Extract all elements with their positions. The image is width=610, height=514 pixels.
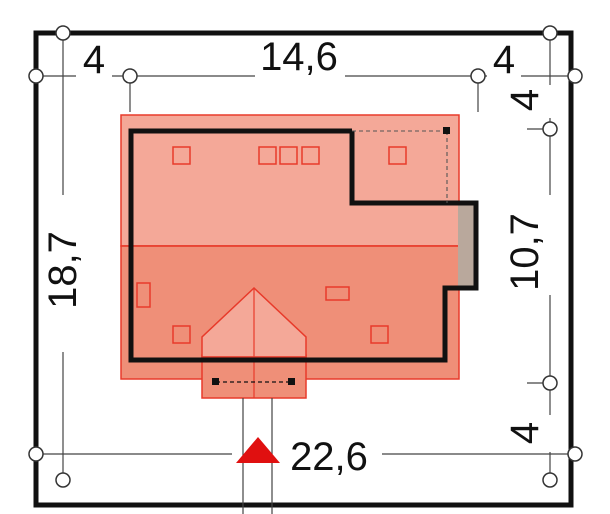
house-width-label: 14,6 xyxy=(260,35,338,79)
exterior-walls xyxy=(128,128,479,363)
recess-outline xyxy=(352,130,448,203)
setback-top-label: 4 xyxy=(503,89,547,111)
terrace xyxy=(458,203,476,288)
house-depth-label: 10,7 xyxy=(503,213,547,291)
roof-windows xyxy=(136,146,407,344)
recess-post xyxy=(443,127,450,134)
plot-depth-label: 18,7 xyxy=(41,231,85,309)
setback-left-label: 4 xyxy=(83,38,105,82)
plot-width-label: 22,6 xyxy=(290,435,368,479)
entrance-triangle-icon xyxy=(236,437,280,463)
porch-posts xyxy=(212,378,295,385)
setback-right-label: 4 xyxy=(493,38,515,82)
dimension-nodes xyxy=(28,25,583,488)
plot-boundary xyxy=(33,30,574,508)
setback-bottom-label: 4 xyxy=(503,422,547,444)
roof-upper-slope xyxy=(120,114,460,247)
